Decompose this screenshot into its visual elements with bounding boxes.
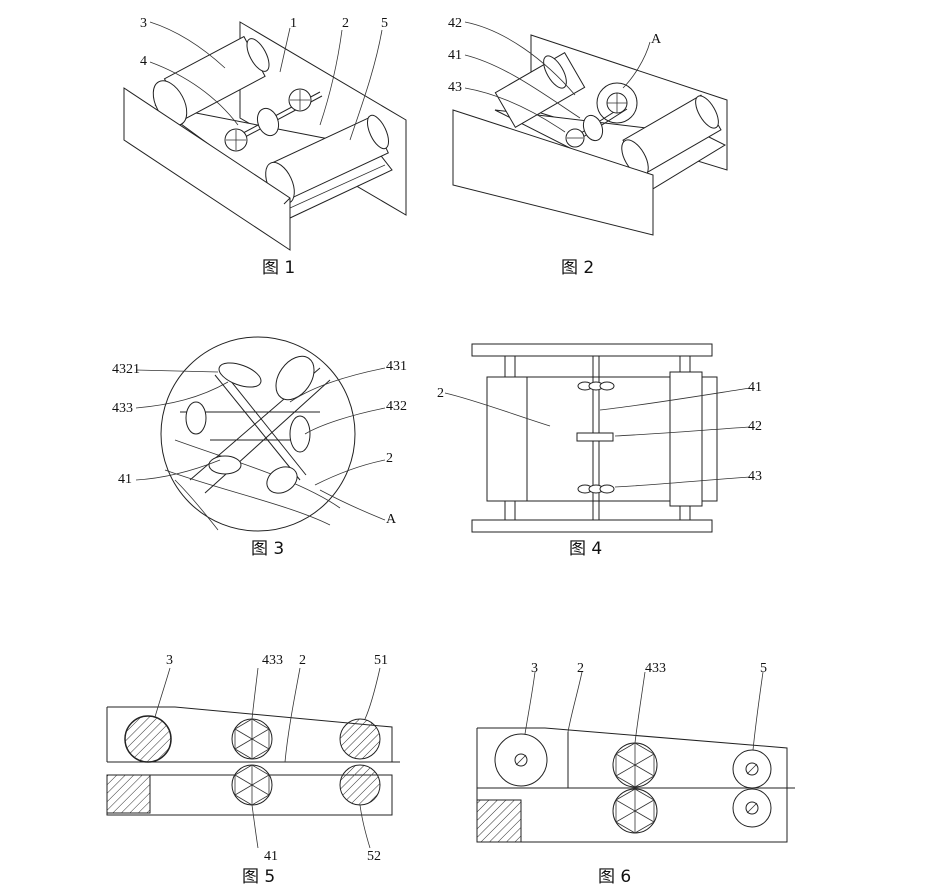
- figure-5: 3 433 2 51 41 52 图 5: [0, 620, 465, 891]
- figure-6-caption: 图 6: [598, 867, 632, 887]
- figure-4-caption: 图 4: [569, 539, 603, 559]
- figure-3-label-A: A: [386, 512, 397, 527]
- star-wheel-upper: [612, 742, 658, 788]
- figure-6-drawing: [476, 671, 795, 843]
- figure-1-label-3: 3: [140, 16, 147, 31]
- figure-1-drawing: [123, 21, 407, 251]
- figure-1-label-2: 2: [342, 16, 349, 31]
- figure-4-label-42: 42: [748, 419, 762, 434]
- star-wheel-433: [231, 718, 273, 760]
- figure-6: 3 2 433 5 图 6: [465, 620, 930, 891]
- figure-5-label-433: 433: [262, 653, 283, 668]
- figure-3-caption: 图 3: [251, 539, 285, 559]
- figure-4-label-2: 2: [437, 386, 444, 401]
- figure-1: 3 1 2 5 4 图 1: [0, 0, 465, 290]
- star-wheel-lower: [612, 788, 658, 834]
- figure-6-label-3: 3: [531, 661, 538, 676]
- figure-6-label-5: 5: [760, 661, 767, 676]
- figure-2: 42 A 41 43 图 2: [448, 0, 930, 290]
- figure-3-label-431: 431: [386, 359, 407, 374]
- figure-3-label-4321: 4321: [112, 362, 140, 377]
- figure-4-drawing: [444, 343, 751, 533]
- figure-5-label-3: 3: [166, 653, 173, 668]
- figure-2-label-41: 41: [448, 48, 462, 63]
- figure-2-label-42: 42: [448, 16, 462, 31]
- figure-5-drawing: [106, 667, 400, 849]
- star-wheel-bottom: [577, 484, 615, 494]
- figure-6-label-433: 433: [645, 661, 666, 676]
- figure-2-drawing: [452, 21, 728, 236]
- figure-3: 4321 431 433 432 41 2 A 图 3: [0, 330, 465, 570]
- figure-1-caption: 图 1: [262, 258, 296, 278]
- figure-5-label-2: 2: [299, 653, 306, 668]
- figure-3-label-41: 41: [118, 472, 132, 487]
- figure-2-label-A: A: [651, 32, 662, 47]
- figure-1-label-5: 5: [381, 16, 388, 31]
- star-wheel-top: [577, 381, 615, 391]
- figure-5-label-52: 52: [367, 849, 381, 864]
- figure-3-label-432: 432: [386, 399, 407, 414]
- figure-2-caption: 图 2: [561, 258, 595, 278]
- figure-5-label-51: 51: [374, 653, 388, 668]
- figure-4-label-43: 43: [748, 469, 762, 484]
- figure-3-label-2: 2: [386, 451, 393, 466]
- figure-4-label-41: 41: [748, 380, 762, 395]
- figure-5-caption: 图 5: [242, 867, 276, 887]
- figure-2-label-43: 43: [448, 80, 462, 95]
- figure-6-label-2: 2: [577, 661, 584, 676]
- figure-5-label-41: 41: [264, 849, 278, 864]
- figure-1-label-1: 1: [290, 16, 297, 31]
- figure-4: 2 41 42 43 图 4: [437, 330, 930, 570]
- star-wheel-41: [231, 764, 273, 806]
- figure-3-drawing: [135, 336, 386, 532]
- figure-1-label-4: 4: [140, 54, 147, 69]
- figure-3-label-433: 433: [112, 401, 133, 416]
